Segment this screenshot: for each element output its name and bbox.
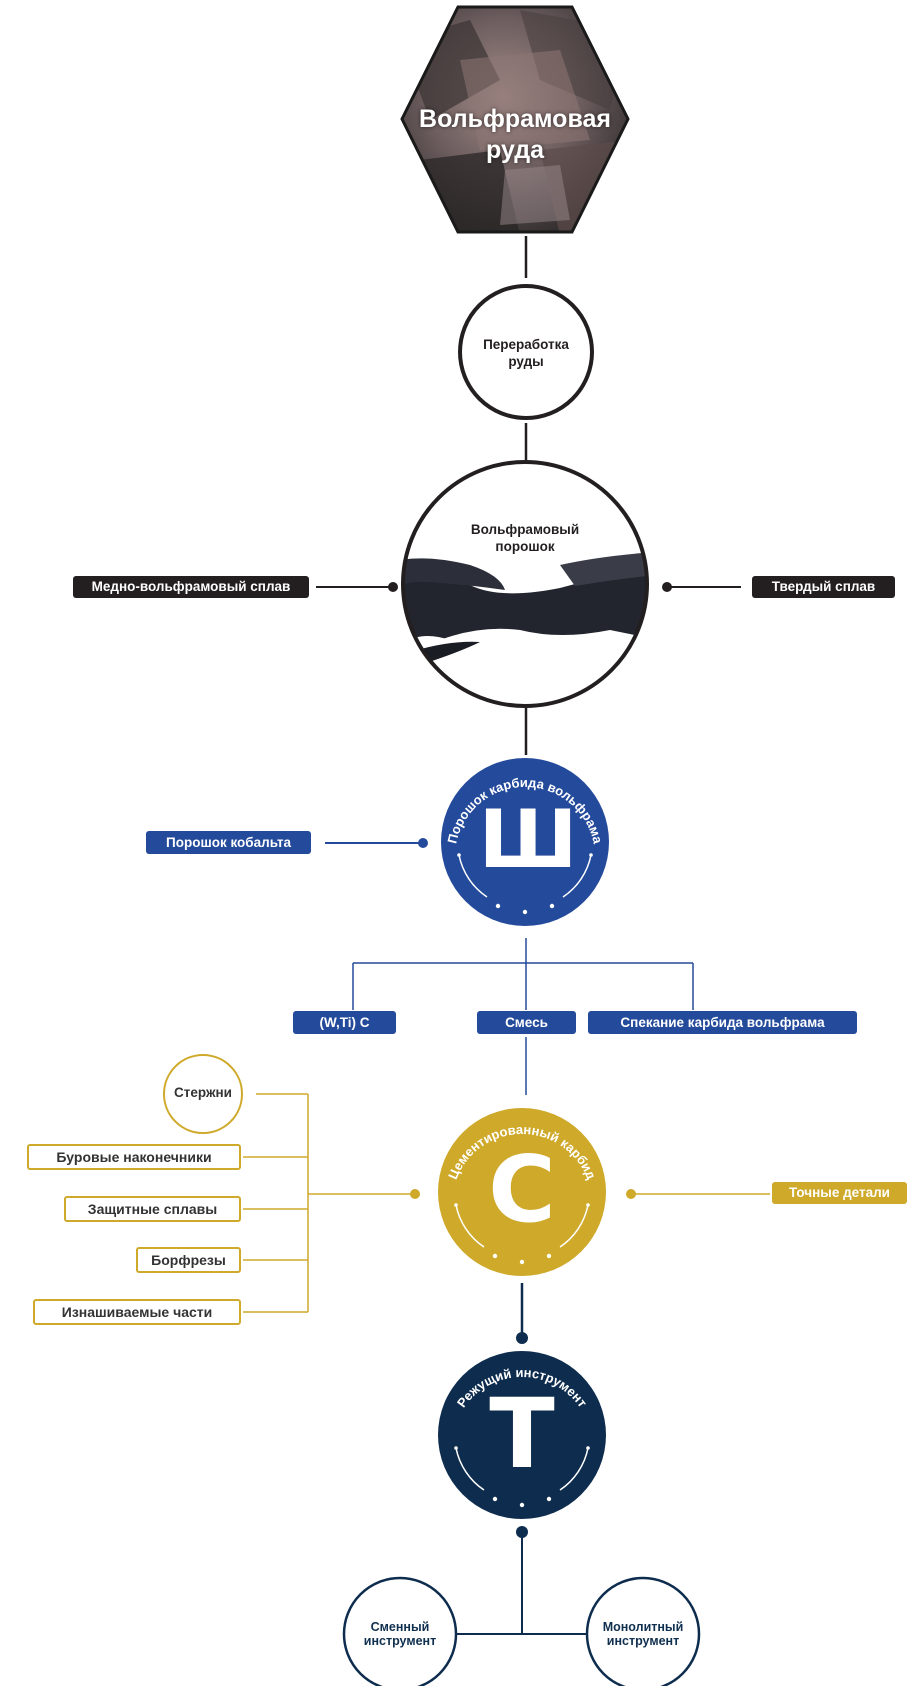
drill-bits-label: Буровые наконечники [27, 1144, 241, 1170]
processing-line1: Переработка [483, 337, 569, 352]
replaceable-tool-circle [342, 1576, 458, 1686]
powder-line1: Вольфрамовый [470, 522, 580, 537]
wtic-label: (W,Ti) C [293, 1011, 396, 1034]
ore-processing-circle [458, 284, 594, 420]
tungsten-powder-circle [401, 460, 649, 708]
mixture-label: Смесь [477, 1011, 576, 1034]
replaceable-tool-label: Сменный инструмент [350, 1620, 450, 1648]
wear-parts-label: Изнашиваемые части [33, 1299, 241, 1325]
powder-label: Вольфрамовый порошок [445, 521, 605, 555]
solid-tool-line1: Монолитный [602, 1620, 684, 1634]
powder-line2: порошок [495, 539, 555, 554]
processing-label: Переработка руды [466, 336, 586, 370]
rods-circle [163, 1054, 243, 1134]
carbide-letter-icon: С [488, 1136, 556, 1243]
precision-parts-label: Точные детали [772, 1182, 907, 1204]
tungsten-carbide-badge: Порошок карбида вольфрама [441, 758, 609, 926]
cemented-carbide-badge: Цементированный карбид [438, 1108, 606, 1276]
ore-title: Вольфрамовая руда [402, 104, 628, 166]
solid-tool-circle [585, 1576, 701, 1686]
burrs-label: Борфрезы [136, 1247, 241, 1273]
rods-label: Стержни [174, 1085, 232, 1100]
carbide-products-bracket [243, 1093, 414, 1313]
tool-letter-icon: Т [489, 1378, 555, 1490]
solid-tool-label: Монолитный инструмент [593, 1620, 693, 1648]
processing-line2: руды [508, 354, 544, 369]
ore-title-line2: руда [486, 136, 544, 164]
solid-tool-line2: инструмент [606, 1634, 680, 1648]
replaceable-tool-line2: инструмент [363, 1634, 437, 1648]
protective-alloys-label: Защитные сплавы [64, 1196, 241, 1222]
cobalt-powder-label: Порошок кобальта [146, 831, 311, 854]
replaceable-tool-line1: Сменный [370, 1620, 430, 1634]
copper-tungsten-alloy-label: Медно-вольфрамовый сплав [73, 576, 309, 598]
cutting-tool-badge: Режущий инструмент [438, 1351, 606, 1519]
wc-sintering-label: Спекание карбида вольфрама [588, 1011, 857, 1034]
hard-alloy-label: Твердый сплав [752, 576, 895, 598]
ore-title-line1: Вольфрамовая [419, 105, 611, 133]
wc-letter-icon: Ш [478, 793, 578, 886]
